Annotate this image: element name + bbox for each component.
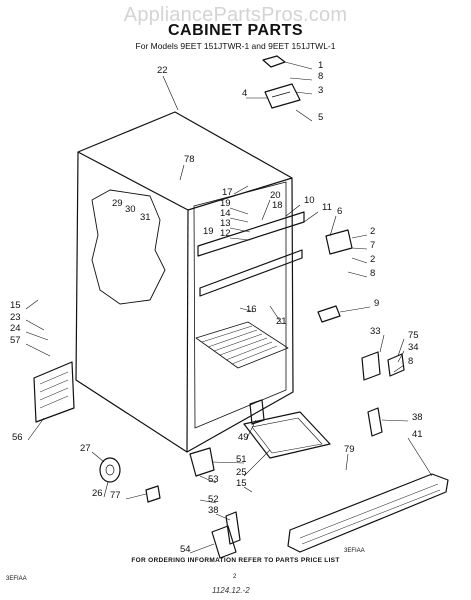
part-label-26: 26 — [92, 488, 103, 499]
part-label-11: 11 — [322, 202, 332, 213]
part-label-4: 4 — [242, 88, 247, 99]
part-49-bracket — [249, 399, 265, 425]
part-label-27: 27 — [80, 443, 91, 454]
part-label-24: 24 — [10, 323, 21, 334]
part-38-bracket-upper — [367, 407, 383, 437]
part-label-5: 5 — [318, 112, 323, 123]
part-9-clip — [317, 305, 341, 323]
part-56-rear-panel — [33, 361, 75, 423]
cabinet-front-corner — [186, 209, 189, 453]
page-title: CABINET PARTS — [167, 22, 304, 39]
interior-shelf — [195, 321, 289, 369]
part-38-bracket-lower — [225, 511, 241, 545]
part-label-12: 12 — [220, 228, 231, 239]
watermark: AppliancePartsPros.com — [123, 4, 348, 26]
part-label-8: 8 — [318, 71, 323, 82]
part-51-foot — [189, 447, 215, 477]
part-label-17: 17 — [222, 187, 233, 198]
part-41-toe-grille — [287, 473, 449, 553]
part-label-18: 18 — [272, 200, 283, 211]
figure-code: 3EFIAA — [6, 576, 27, 582]
part-label-53: 53 — [208, 474, 219, 485]
part-label-16: 16 — [246, 304, 257, 315]
cabinet-liner-opening — [193, 181, 287, 429]
part-label-78: 78 — [184, 154, 195, 165]
part-3-hinge — [264, 83, 301, 109]
ordering-note: FOR ORDERING INFORMATION REFER TO PARTS … — [131, 557, 340, 564]
part-label-56: 56 — [12, 432, 23, 443]
part-26-roller — [99, 457, 121, 483]
part-label-41: 41 — [412, 429, 423, 440]
part-label-52: 52 — [208, 494, 219, 505]
page-number: 2 — [233, 574, 237, 580]
part-label-29: 29 — [112, 198, 123, 209]
part-label-34: 34 — [408, 342, 419, 353]
part-54-block — [211, 525, 237, 559]
part-label-57: 57 — [10, 335, 21, 346]
part-34-hinge-pin — [387, 353, 405, 377]
cabinet-shell — [75, 111, 294, 453]
part-label-51: 51 — [236, 454, 247, 465]
part-label-15: 15 — [236, 478, 247, 489]
part-label-6: 6 — [337, 206, 342, 217]
part-label-10: 10 — [304, 195, 315, 206]
part-label-19: 19 — [203, 226, 214, 237]
handwritten-note: 1124.12.-2 — [212, 586, 250, 595]
part-label-20: 20 — [270, 190, 281, 201]
part-label-75: 75 — [408, 330, 419, 341]
part-label-38: 38 — [412, 412, 423, 423]
part-10-divider-rail — [197, 211, 305, 257]
part-label-79: 79 — [344, 444, 355, 455]
part-label-8: 8 — [370, 268, 375, 279]
part-label-22: 22 — [157, 65, 168, 76]
part-label-9: 9 — [374, 298, 379, 309]
part-label-49: 49 — [238, 432, 249, 443]
part-11-divider-rail-lower — [199, 249, 303, 297]
part-label-15: 15 — [10, 300, 21, 311]
part-label-1: 1 — [318, 60, 323, 71]
part-7-bracket — [325, 229, 353, 255]
part-label-30: 30 — [125, 204, 136, 215]
part-label-33: 33 — [370, 326, 381, 337]
part-label-3: 3 — [318, 85, 323, 96]
part-1-cap — [262, 55, 286, 68]
part-label-13: 13 — [220, 218, 231, 229]
part-label-31: 31 — [140, 212, 151, 223]
part-25-tray — [243, 411, 331, 459]
part-label-77: 77 — [110, 490, 121, 501]
part-label-38: 38 — [208, 505, 219, 516]
part-label-14: 14 — [220, 208, 231, 219]
part-label-21: 21 — [276, 316, 287, 327]
part-label-25: 25 — [236, 467, 247, 478]
part-label-23: 23 — [10, 312, 21, 323]
part-label-8: 8 — [408, 356, 413, 367]
page-subtitle: For Models 9EET 151JTWR-1 and 9EET 151JT… — [135, 41, 336, 51]
insulation-cutaway — [91, 189, 166, 305]
part-33-bracket — [361, 351, 381, 381]
part-77-cap — [145, 485, 161, 503]
part-label-54: 54 — [180, 544, 191, 555]
part-label-7: 7 — [370, 240, 375, 251]
part-label-19: 19 — [220, 198, 231, 209]
part-label-2: 2 — [370, 226, 375, 237]
part-label-2: 2 — [370, 254, 375, 265]
